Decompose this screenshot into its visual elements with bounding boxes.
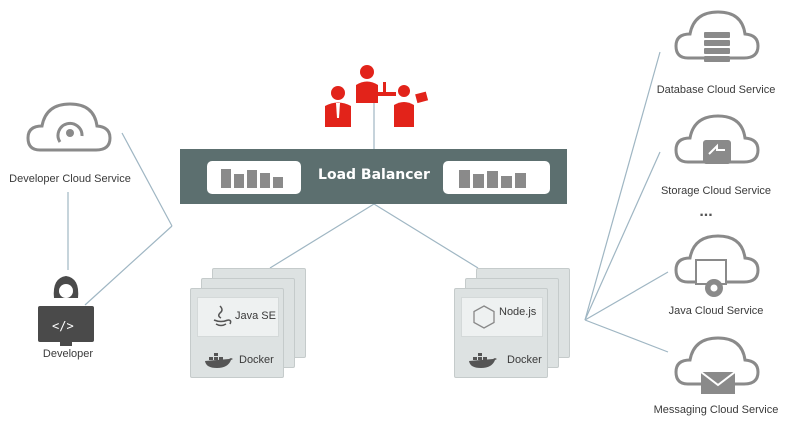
- svg-text:</>: </>: [52, 319, 74, 333]
- lb-node-connector: [373, 203, 479, 269]
- node-runtime-label: Node.js: [499, 306, 537, 318]
- fan-java: [584, 271, 669, 321]
- more-services-ellipsis: ...: [699, 203, 713, 220]
- lb-java-connector: [269, 203, 375, 269]
- dev-upper-connector: [121, 132, 173, 227]
- lb-right-bars-icon: [443, 161, 550, 194]
- developer-service-label: Developer Cloud Service: [9, 173, 131, 185]
- storage-service-label: Storage Cloud Service: [660, 185, 772, 197]
- docker-whale-icon: [205, 353, 233, 368]
- fan-storage: [584, 151, 661, 321]
- java-container-front: Java SE Docker: [190, 288, 284, 378]
- java-service-label: Java Cloud Service: [668, 305, 764, 317]
- java-runtime-label: Java SE: [235, 310, 276, 322]
- docker-whale-icon: [469, 353, 497, 368]
- load-balancer: Load Balancer: [180, 149, 567, 204]
- node-docker-label: Docker: [507, 354, 542, 366]
- hexagon-icon: [473, 305, 495, 329]
- fan-db: [584, 51, 661, 321]
- database-service-label: Database Cloud Service: [656, 84, 776, 96]
- load-balancer-title: Load Balancer: [318, 167, 430, 183]
- java-runtime-box: Java SE: [197, 297, 279, 337]
- node-container-front: Node.js Docker: [454, 288, 548, 378]
- java-docker-label: Docker: [239, 354, 274, 366]
- lb-left-bars-icon: [207, 161, 301, 194]
- messaging-cloud-icon: [674, 336, 760, 394]
- database-cloud-icon: [674, 10, 760, 62]
- node-runtime-box: Node.js: [461, 297, 543, 337]
- messaging-service-label: Messaging Cloud Service: [653, 404, 779, 416]
- storage-cloud-icon: [674, 114, 760, 164]
- fan-messaging: [584, 319, 669, 353]
- developer-label: Developer: [42, 348, 94, 360]
- java-cup-icon: [213, 305, 232, 327]
- java-cloud-icon: [674, 234, 760, 297]
- dev-lower-connector: [84, 225, 173, 306]
